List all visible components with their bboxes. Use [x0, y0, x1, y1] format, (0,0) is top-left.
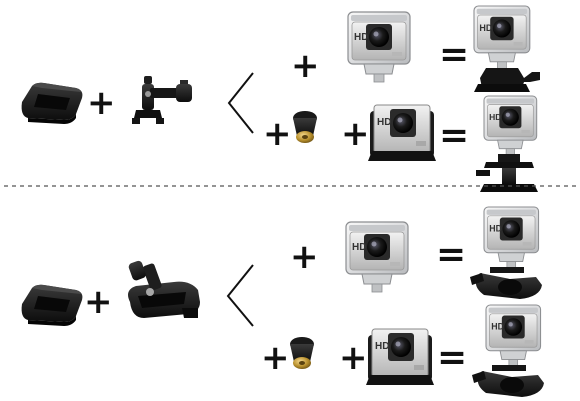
plus-sign: + [291, 46, 320, 86]
plus-sign: + [84, 282, 113, 322]
branch-bracket [226, 264, 254, 327]
framed-camera-image [365, 328, 435, 386]
equals-sign: = [436, 234, 466, 275]
equals-sign: = [437, 337, 467, 378]
equals-sign: = [439, 115, 469, 156]
plus-sign: + [261, 338, 290, 378]
tripod-adapter-image [290, 337, 314, 369]
plus-sign: + [341, 114, 370, 154]
assembled-straight-housed-image [474, 6, 540, 92]
j-hook-mount-image [127, 259, 200, 318]
plus-sign: + [263, 114, 292, 154]
pivot-arm-image [132, 76, 192, 124]
housed-camera-image [345, 221, 409, 293]
branch-bracket [227, 72, 254, 134]
assembled-j-hook-framed-image [472, 305, 544, 397]
j-hook-mount-section [21, 207, 544, 397]
tripod-adapter-image [293, 111, 317, 143]
framed-camera-image [367, 104, 437, 162]
plus-sign: + [87, 83, 116, 123]
flat-adhesive-base-image [21, 82, 83, 124]
straight-mount-section [21, 6, 540, 192]
housed-camera-image [347, 11, 411, 83]
assembled-j-hook-housed-image [470, 207, 542, 299]
flat-adhesive-base-image [21, 284, 83, 326]
plus-sign: + [290, 237, 319, 277]
plus-sign: + [339, 338, 368, 378]
assembled-pivot-camera-image [476, 96, 538, 192]
equals-sign: = [439, 34, 469, 75]
